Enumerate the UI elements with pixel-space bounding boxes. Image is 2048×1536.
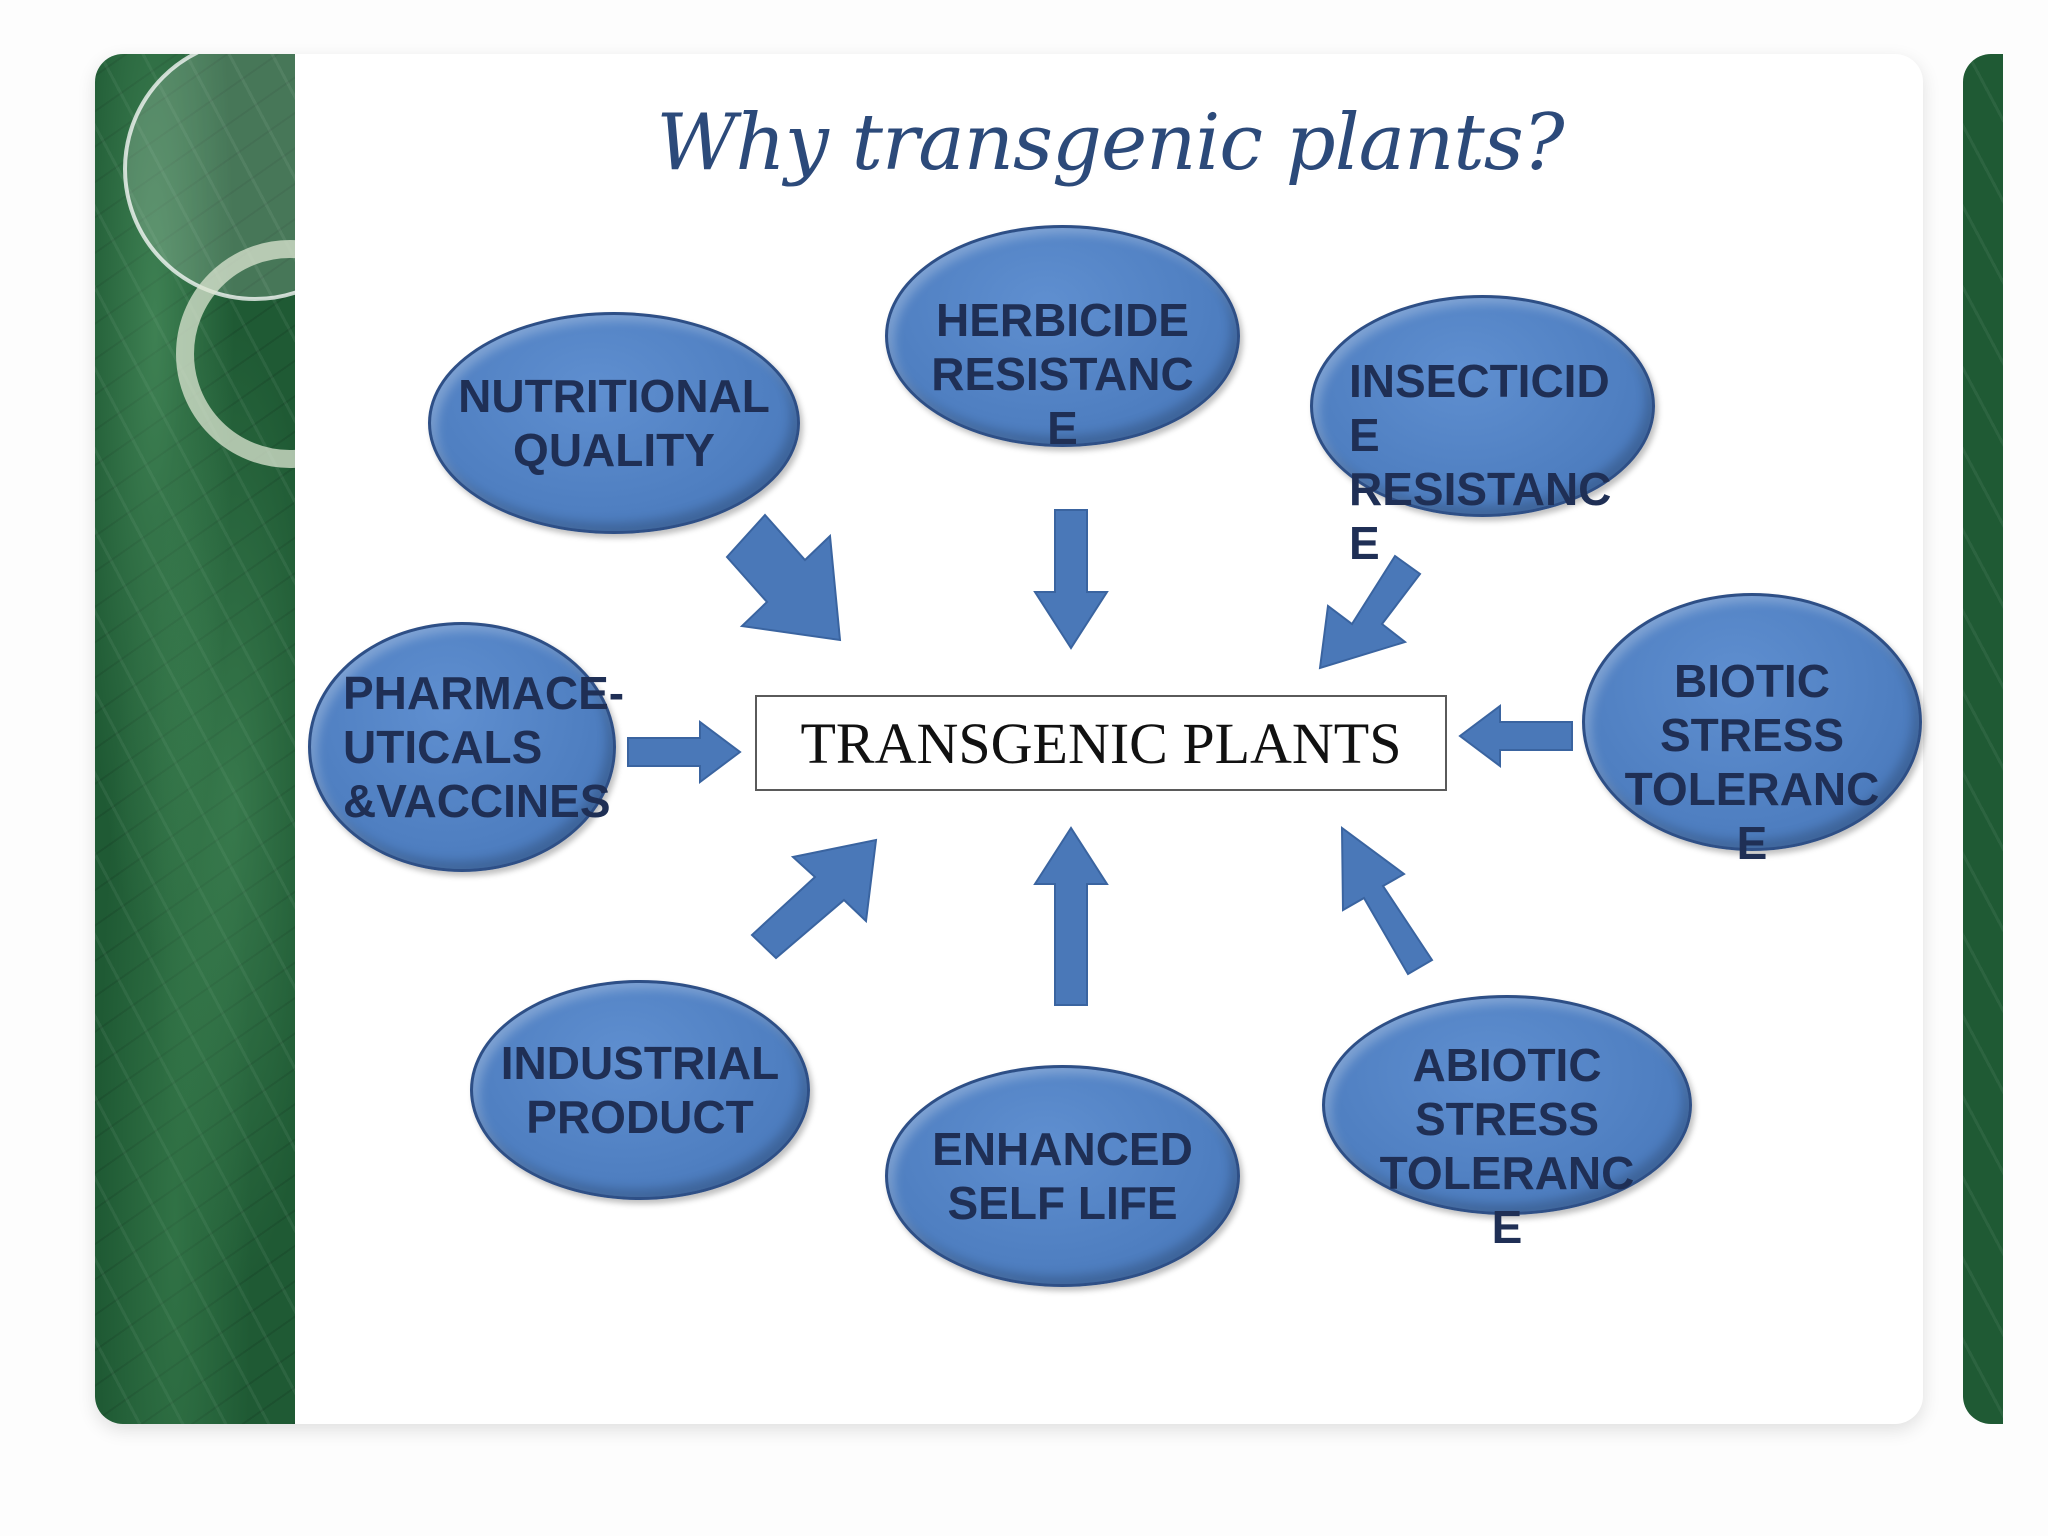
node-label-biotic-stress-tolerance: BIOTIC STRESS TOLERANC E bbox=[1624, 655, 1880, 869]
arrow-from-herbicide bbox=[1033, 509, 1109, 650]
central-concept-box: TRANSGENIC PLANTS bbox=[755, 695, 1447, 791]
arrow-from-abiotic bbox=[1340, 825, 1434, 976]
node-enhanced-self-life: ENHANCED SELF LIFE bbox=[885, 1065, 1240, 1287]
node-nutritional-quality: NUTRITIONAL QUALITY bbox=[428, 312, 800, 534]
node-label-industrial-product: INDUSTRIAL PRODUCT bbox=[500, 1037, 780, 1143]
node-label-nutritional-quality: NUTRITIONAL QUALITY bbox=[458, 370, 770, 476]
node-herbicide-resistance: HERBICIDE RESISTANC E bbox=[885, 225, 1240, 454]
node-label-herbicide-resistance: HERBICIDE RESISTANC E bbox=[931, 294, 1194, 454]
node-industrial-product: INDUSTRIAL PRODUCT bbox=[470, 980, 810, 1200]
decorative-rings bbox=[123, 54, 295, 468]
node-abiotic-stress-tolerance: ABIOTIC STRESS TOLERANC E bbox=[1322, 995, 1692, 1253]
slide-title: Why transgenic plants? bbox=[656, 98, 1564, 188]
leaf-background-strip bbox=[95, 54, 295, 1424]
arrow-from-nutritional bbox=[725, 513, 842, 642]
node-label-abiotic-stress-tolerance: ABIOTIC STRESS TOLERANC E bbox=[1379, 1039, 1635, 1253]
arrow-from-insecticide bbox=[1318, 554, 1422, 670]
node-label-pharmaceuticals-vaccines: PHARMACE- UTICALS &VACCINES bbox=[343, 667, 625, 827]
node-insecticide-resistance: INSECTICID E RESISTANC E bbox=[1310, 295, 1655, 569]
arrow-from-enhanced bbox=[1033, 826, 1109, 1006]
node-label-enhanced-self-life: ENHANCED SELF LIFE bbox=[932, 1123, 1193, 1229]
node-biotic-stress-tolerance: BIOTIC STRESS TOLERANC E bbox=[1582, 593, 1922, 869]
next-slide-preview[interactable] bbox=[1963, 54, 2003, 1424]
central-concept-label: TRANSGENIC PLANTS bbox=[800, 710, 1402, 776]
node-pharmaceuticals-vaccines: PHARMACE- UTICALS &VACCINES bbox=[308, 622, 624, 872]
node-label-insecticide-resistance: INSECTICID E RESISTANC E bbox=[1349, 355, 1612, 569]
arrow-from-industrial bbox=[750, 838, 878, 960]
arrow-from-pharma bbox=[627, 720, 742, 784]
arrow-from-biotic bbox=[1458, 704, 1573, 768]
